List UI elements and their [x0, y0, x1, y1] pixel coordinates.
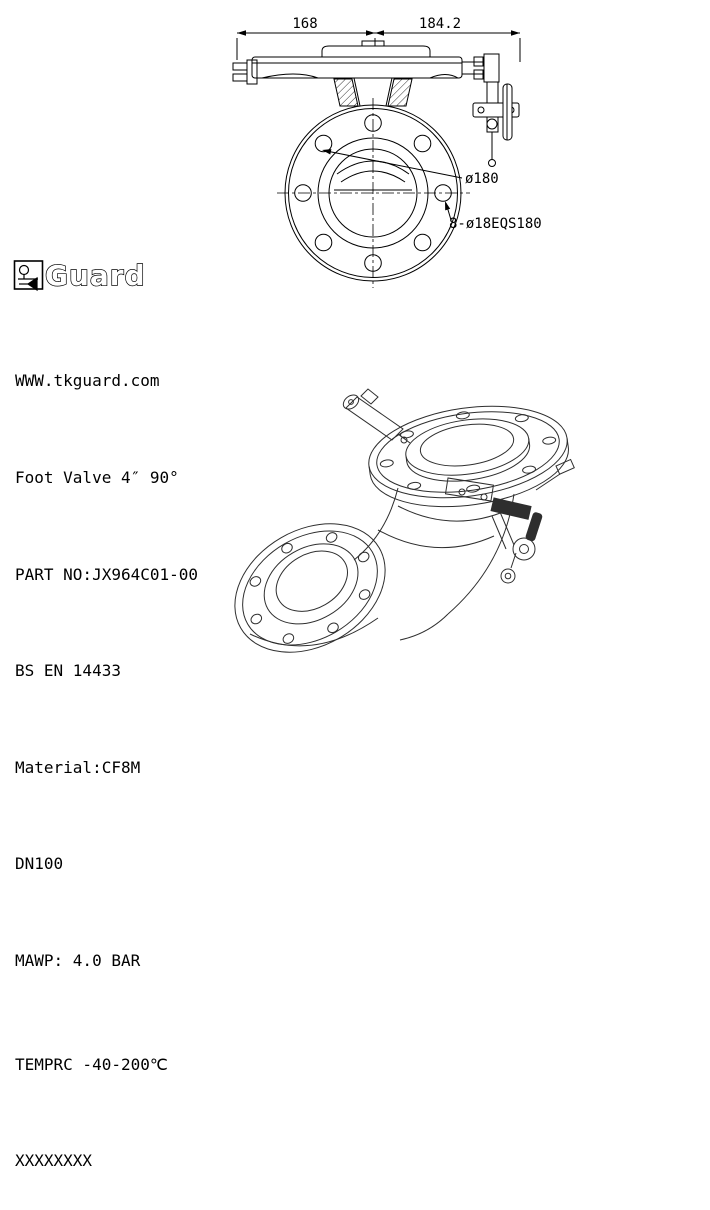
diameter-annotation: ø180 — [465, 171, 499, 187]
spec-line-material: Material:CF8M — [15, 757, 141, 777]
spec-line-product: Foot Valve 4″ 90° — [15, 468, 179, 487]
technical-drawing-canvas: 168 184.2 ø180 8-ø18EQS180 — [232, 16, 575, 653]
flange-face — [277, 98, 470, 288]
spec-line-part-no: PART NO:JX964C01-00 — [15, 564, 199, 584]
iso-bottom-flange-rim — [249, 617, 379, 647]
iso-handle — [342, 388, 411, 444]
dimension-arrowheads — [237, 30, 520, 36]
spec-list: WWW.tkguard.com Foot Valve 4″ 90° PART N… — [15, 301, 198, 1210]
lever-mechanism — [462, 53, 520, 167]
front-view-drawing — [232, 30, 521, 288]
spec-line-temp: TEMPRC -40-200℃ — [15, 1054, 168, 1074]
iso-lever-mechanism — [444, 458, 575, 584]
spec-line-dn: DN100 — [15, 854, 64, 874]
logo-icon-box — [13, 260, 44, 290]
valve-cover-edge-view — [232, 40, 463, 85]
iso-top-flange — [368, 405, 569, 508]
dimension-lines — [236, 30, 521, 62]
iso-bottom-flange — [234, 523, 386, 653]
bolt-holes — [294, 114, 452, 272]
valve-icon — [18, 264, 38, 292]
bolt-pattern-annotation: 8-ø18EQS180 — [449, 216, 542, 232]
iso-valve-body — [353, 487, 515, 641]
brand-logo: Guard — [13, 256, 163, 298]
iso-bottom-bolt-holes — [249, 532, 371, 644]
dimension-label-right: 184.2 — [419, 16, 461, 32]
logo-brand-text: Guard — [45, 259, 146, 292]
isometric-view-drawing — [234, 388, 575, 653]
spec-line-website: WWW.tkguard.com — [15, 371, 160, 391]
spec-line-standard: BS EN 14433 — [15, 661, 121, 681]
spec-line-mawp: MAWP: 4.0 BAR — [15, 950, 141, 970]
leader-lines — [322, 149, 463, 221]
iso-top-bolt-holes — [379, 411, 557, 493]
spec-line-serial: XXXXXXXX — [15, 1151, 93, 1171]
dimension-label-left: 168 — [292, 16, 317, 32]
